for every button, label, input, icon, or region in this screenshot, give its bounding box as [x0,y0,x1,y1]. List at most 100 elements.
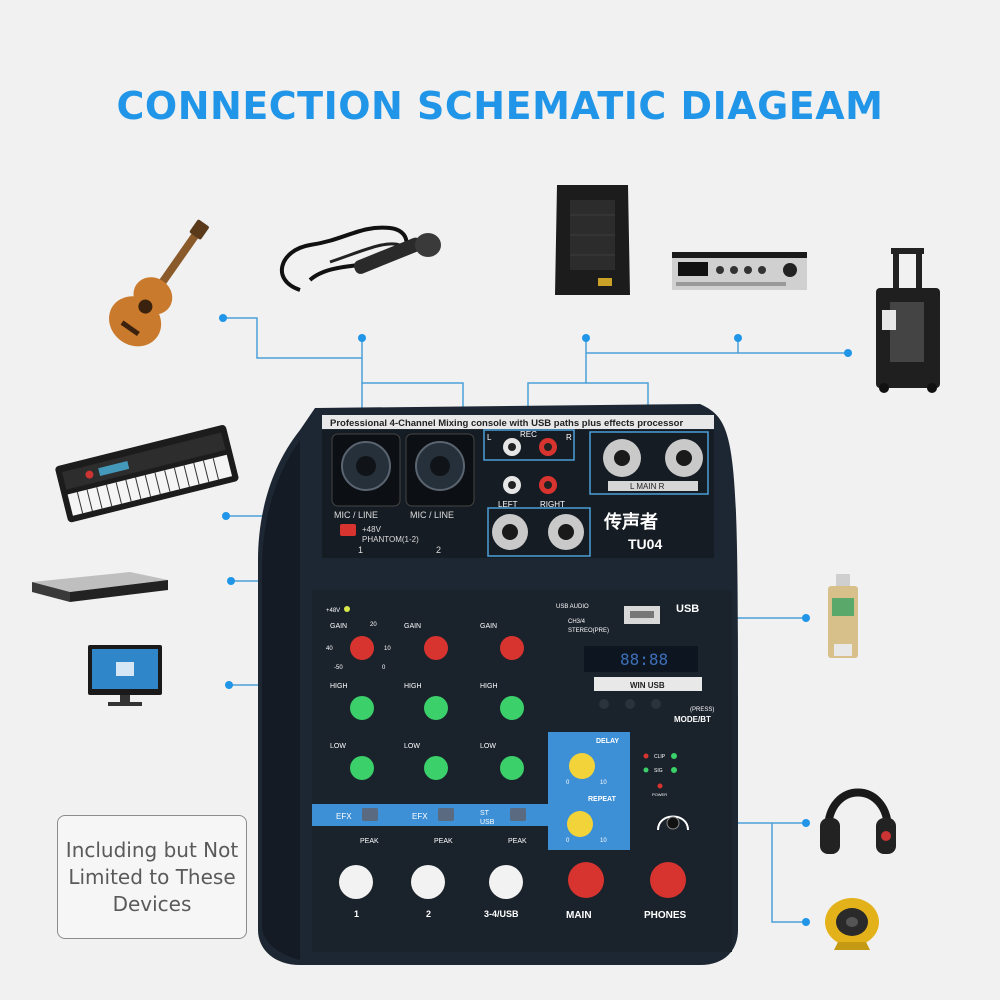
guitar-icon [109,219,209,347]
next-button[interactable] [651,699,661,709]
ch1-low-knob[interactable] [350,756,374,780]
ch34-label: CH3/4 [568,619,586,625]
ch2-gain-knob[interactable] [424,636,448,660]
ch34-high-knob[interactable] [500,696,524,720]
channel-2-number: 2 [436,545,441,555]
ch34-gain-knob[interactable] [500,636,524,660]
ch1-high-label: HIGH [330,683,348,690]
play-pause-button[interactable] [599,699,609,709]
keyboard-icon [55,425,239,523]
ch2-level-knob[interactable] [411,865,445,899]
delay-knob[interactable] [569,753,595,779]
ch1-gain-knob[interactable] [350,636,374,660]
display-readout: 88:88 [620,650,668,669]
ch2-low-label: LOW [404,743,420,750]
right-label: RIGHT [540,500,565,509]
brand-logo: 传声者 [603,511,658,533]
amplifier-icon [672,252,807,290]
repeat-max-label: 10 [600,838,607,844]
peak-label-3: PEAK [508,838,527,845]
usb-port-label: USB [676,603,699,615]
mode-bt-label: MODE/BT [674,715,711,724]
mic-line-label-1: MIC / LINE [334,510,378,520]
ch2-high-knob[interactable] [424,696,448,720]
connection-dots [219,314,852,926]
phantom-48v-label: +48V [362,525,382,534]
mixer-banner: Professional 4-Channel Mixing console wi… [330,418,683,429]
ch2-gain-label: GAIN [404,623,421,630]
peak-label-2: PEAK [434,838,453,845]
monitor-icon [88,645,162,706]
ch1-gain-min: -50 [334,665,343,671]
power-label: POWER [652,792,667,797]
loudspeaker-icon [825,898,879,950]
mixer: Professional 4-Channel Mixing console wi… [258,404,738,965]
speaker-icon [555,185,630,295]
phones-level-knob[interactable] [650,862,686,898]
ch1-gain-0: 0 [382,665,386,671]
ch2-low-knob[interactable] [424,756,448,780]
efx-label-1: EFX [336,812,352,821]
repeat-min-label: 0 [566,838,570,844]
ch1-level-knob[interactable] [339,865,373,899]
clip-label: CLIP [654,754,666,760]
stereo-pre-label: STEREO(PRE) [568,628,609,634]
phantom-label: PHANTOM(1-2) [362,535,419,544]
channel-label-2: 2 [426,909,431,919]
dvd-player-icon [32,572,168,602]
ch34-high-label: HIGH [480,683,498,690]
headphone-jack[interactable] [666,816,680,830]
trolley-speaker-icon [876,248,940,393]
channel-label-1: 1 [354,909,359,919]
transport-buttons [599,699,661,709]
ch1-gain-label: GAIN [330,623,347,630]
main-level-knob[interactable] [568,862,604,898]
headphones-icon [820,788,896,854]
st-usb-button[interactable] [510,808,526,821]
page-title: CONNECTION SCHEMATIC DIAGEAM [116,84,884,128]
microphone-icon [279,225,441,292]
efx-button-2[interactable] [438,808,454,821]
main-out-label: L MAIN R [630,482,665,491]
device-note: Including but Not Limited to These Devic… [57,815,247,939]
repeat-knob[interactable] [567,811,593,837]
efx-label-2: EFX [412,812,428,821]
rec-r-label: R [566,433,572,442]
usb-switch-label: USB [480,819,495,826]
phantom-power-button[interactable] [340,524,356,536]
ch1-low-label: LOW [330,743,346,750]
ch34-low-knob[interactable] [500,756,524,780]
model-label: TU04 [628,536,662,552]
ch2-high-label: HIGH [404,683,422,690]
delay-label: DELAY [596,738,619,745]
usb-flash-drive-icon [828,574,858,658]
ch34-level-knob[interactable] [489,865,523,899]
channel-label-3: 3-4/USB [484,909,519,919]
ch1-gain-20: 20 [370,622,377,628]
win-usb-label: WIN USB [630,681,665,690]
mic-line-label-2: MIC / LINE [410,510,454,520]
left-label: LEFT [498,500,518,509]
channel-1-number: 1 [358,545,363,555]
ch34-gain-label: GAIN [480,623,497,630]
rec-label: REC [520,430,537,439]
phones-label: PHONES [644,910,687,921]
previous-button[interactable] [625,699,635,709]
sig-label: SIG [654,768,663,774]
usb-audio-label: USB AUDIO [556,604,589,610]
peak-label-1: PEAK [360,838,379,845]
delay-max-label: 10 [600,780,607,786]
delay-min-label: 0 [566,780,570,786]
rec-l-label: L [487,433,492,442]
ch1-gain-10: 10 [384,646,391,652]
ch34-low-label: LOW [480,743,496,750]
ch1-high-knob[interactable] [350,696,374,720]
press-label: (PRESS) [690,707,714,713]
ch1-gain-40: 40 [326,646,333,652]
main-label: MAIN [566,910,592,921]
st-label: ST [480,810,490,817]
ch1-48v-label: +48V [326,608,340,614]
efx-button-1[interactable] [362,808,378,821]
channel-strips: +48V GAIN 20 40 10 -50 0 HIGH LOW GAIN H… [326,606,524,780]
